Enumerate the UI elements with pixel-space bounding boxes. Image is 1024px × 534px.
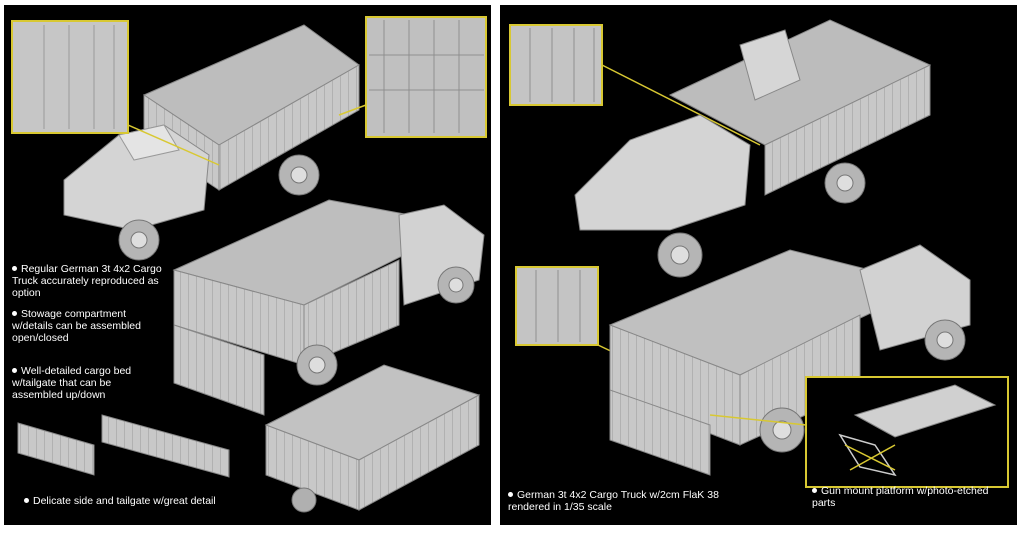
gun-mount-platform-render xyxy=(838,384,997,477)
loose-side-panels-render xyxy=(17,414,230,478)
caption-regular-truck: Regular German 3t 4x2 Cargo Truck accura… xyxy=(12,263,162,299)
caption-stowage: Stowage compartment w/details can be ass… xyxy=(12,308,141,344)
left-renders xyxy=(11,16,487,513)
cargo-bed-render xyxy=(264,364,481,513)
callout-line xyxy=(127,124,220,166)
bullet-icon xyxy=(812,487,817,493)
regular-cargo-truck-render xyxy=(63,24,360,261)
tailgate-detail-inset xyxy=(365,16,487,138)
right-panel: German 3t 4x2 Cargo Truck w/2cm FlaK 38 … xyxy=(500,5,1017,525)
caption-side-tailgate: Delicate side and tailgate w/great detai… xyxy=(24,495,264,507)
tailgate-hinge-detail-inset xyxy=(515,266,599,346)
bullet-icon xyxy=(508,491,513,497)
callout-line xyxy=(601,64,761,146)
right-renders xyxy=(509,19,1009,488)
caption-flak-truck: German 3t 4x2 Cargo Truck w/2cm FlaK 38 … xyxy=(508,489,719,513)
callout-line xyxy=(338,104,367,116)
flak-truck-rear-render xyxy=(608,244,971,476)
cab-detail-inset xyxy=(11,20,129,134)
caption-gun-mount: Gun mount platform w/photo-etched parts xyxy=(812,485,989,509)
callout-line xyxy=(709,414,807,426)
bullet-icon xyxy=(12,310,17,316)
bed-side-detail-inset xyxy=(509,24,603,106)
flak-truck-render xyxy=(574,19,932,278)
cargo-bed-rear-render xyxy=(172,199,485,416)
left-panel: Regular German 3t 4x2 Cargo Truck accura… xyxy=(4,5,491,525)
bullet-icon xyxy=(12,367,17,373)
bullet-icon xyxy=(24,497,29,503)
bullet-icon xyxy=(12,265,17,271)
caption-cargo-bed: Well-detailed cargo bed w/tailgate that … xyxy=(12,365,132,401)
